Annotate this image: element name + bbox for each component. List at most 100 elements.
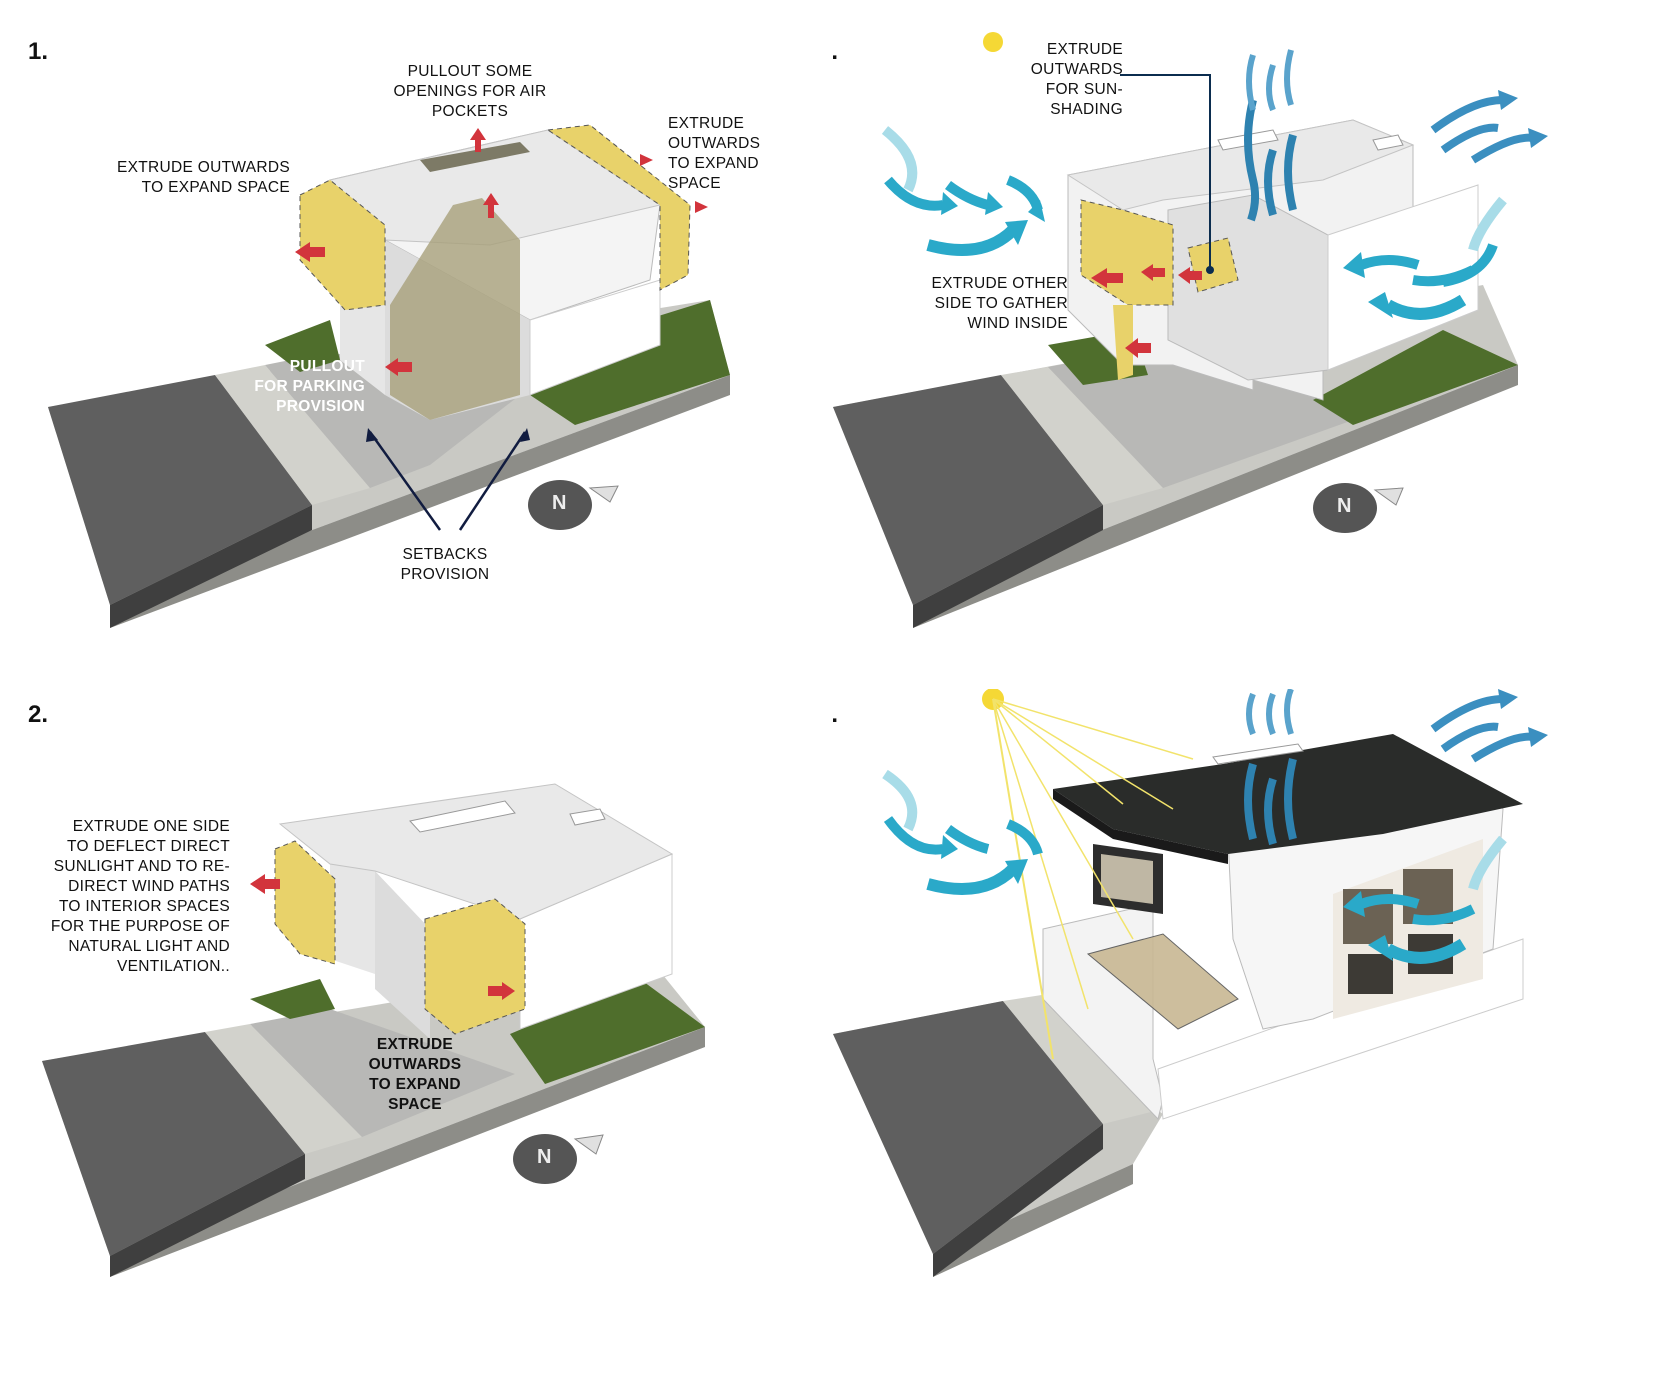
red-arrow (1178, 267, 1202, 284)
extrude-right-label: EXTRUDE OUTWARDS TO EXPAND SPACE (668, 115, 761, 192)
wind-arrow (882, 769, 918, 832)
red-arrow (250, 874, 280, 894)
red-arrow (295, 242, 325, 262)
step-number: 4. (833, 701, 838, 729)
wind-arrow (1006, 819, 1043, 856)
sidewalk (1001, 367, 1163, 505)
hot-air-arrow (1244, 762, 1257, 840)
step-4-house-illustration (833, 689, 1548, 1277)
wind-arrow (945, 824, 990, 854)
step-1-massing-illustration (48, 124, 730, 628)
red-arrow (695, 201, 708, 213)
wind-arrow (945, 180, 990, 210)
sidewalk (215, 365, 370, 505)
panel-step-1: 1. PULLOUT SOME OPENINGS FOR AIR POCKETS… (0, 0, 833, 689)
road (48, 375, 312, 605)
hot-air-arrow (1244, 99, 1260, 222)
gather-wind-label: EXTRUDE OTHER SIDE TO GATHER WIND INSIDE (931, 275, 1068, 332)
wind-arrow (1412, 904, 1476, 926)
sidewalk (1003, 994, 1163, 1124)
hot-air-arrow (1284, 49, 1294, 106)
wind-arrow (1470, 732, 1534, 763)
sidewalk (205, 1024, 362, 1154)
red-arrow (1125, 338, 1151, 358)
hot-air-arrow (1266, 692, 1276, 736)
wind-arrow (1430, 96, 1504, 134)
red-arrow (488, 982, 515, 1000)
step-3-massing-illustration (833, 32, 1548, 628)
right-extrusion (546, 124, 691, 291)
red-arrow (385, 358, 412, 376)
hot-air-arrow (1284, 133, 1297, 211)
wind-arrow (1359, 255, 1420, 270)
step-number: 2. (28, 701, 49, 728)
wind-arrow (1430, 695, 1504, 733)
lawn (250, 979, 335, 1019)
hot-air-arrow (1246, 54, 1256, 111)
parking-pullout (390, 198, 520, 420)
wind-arrow (1006, 175, 1043, 212)
step-2-massing-illustration (42, 783, 705, 1277)
wind-arrow (881, 126, 918, 193)
hot-air-arrow (1284, 689, 1294, 735)
wind-arrow (883, 816, 944, 855)
wind-arrow (1442, 243, 1498, 287)
wind-arrow (926, 864, 1018, 895)
panel-step-2: 2. EXTRUDE ONE SIDE TO DEFLECT DIRECT SU… (0, 689, 833, 1378)
step-number: 1. (28, 38, 49, 65)
lawn (510, 979, 705, 1084)
red-arrow (470, 128, 486, 152)
glass-canopy (1086, 933, 1239, 1030)
wind-arrow (1468, 196, 1507, 252)
road (833, 375, 1103, 605)
wind-arrow (926, 225, 1018, 256)
north-mark: N (537, 1146, 552, 1168)
front-extrusion (424, 898, 526, 1035)
hot-air-arrow (1246, 692, 1256, 736)
window (1348, 954, 1393, 994)
skylight (409, 800, 516, 833)
wind-arrow (1440, 123, 1499, 154)
left-extrusion (274, 840, 336, 965)
north-badge (528, 480, 592, 530)
lawn (530, 300, 730, 425)
red-arrow (1141, 264, 1165, 281)
sun-icon (983, 32, 1003, 52)
red-arrow (1091, 268, 1123, 288)
left-extrusion (299, 179, 386, 311)
skylight (1212, 743, 1304, 765)
setbacks-label: SETBACKS PROVISION (400, 546, 490, 583)
north-mark: N (552, 492, 567, 514)
red-arrow (483, 193, 499, 218)
wind-arrow (1468, 835, 1507, 891)
road (42, 1032, 305, 1256)
red-arrow (640, 154, 653, 166)
lawn (1313, 330, 1518, 425)
wind-arrow (1385, 938, 1467, 964)
wind-arrow (1385, 294, 1467, 320)
wind-arrow (884, 176, 944, 211)
extrude-left-label: EXTRUDE OUTWARDS TO EXPAND SPACE (116, 159, 290, 196)
north-badge (1313, 483, 1377, 533)
air-pockets-label: PULLOUT SOME OPENINGS FOR AIR POCKETS (393, 63, 547, 120)
road (833, 1001, 1103, 1254)
deflect-label: EXTRUDE ONE SIDE TO DEFLECT DIRECT SUNLI… (50, 818, 230, 975)
wind-arrow (1470, 133, 1534, 164)
extrude-label: EXTRUDE OUTWARDS TO EXPAND SPACE (368, 1036, 462, 1113)
panel-step-3: 3. EXTRUDE OUTWARDS FOR SUN- SHADING EXT… (833, 0, 1666, 689)
step-number: 3. (833, 38, 838, 66)
wind-arrow (1359, 894, 1420, 909)
panel-step-4: 4. (833, 689, 1666, 1378)
air-pocket-opening (420, 142, 530, 172)
driveway (250, 1009, 515, 1137)
parking-label: PULLOUT FOR PARKING PROVISION (254, 358, 365, 415)
hot-air-arrow (1284, 758, 1297, 840)
hot-air-arrow (1264, 777, 1277, 846)
wind-arrow (1440, 722, 1499, 753)
hot-air-arrow (1266, 64, 1276, 112)
lawn (265, 320, 340, 372)
hot-air-arrow (1264, 148, 1277, 217)
north-badge (513, 1134, 577, 1184)
sun-shading-label: EXTRUDE OUTWARDS FOR SUN- SHADING (1030, 41, 1123, 118)
north-mark: N (1337, 495, 1352, 517)
